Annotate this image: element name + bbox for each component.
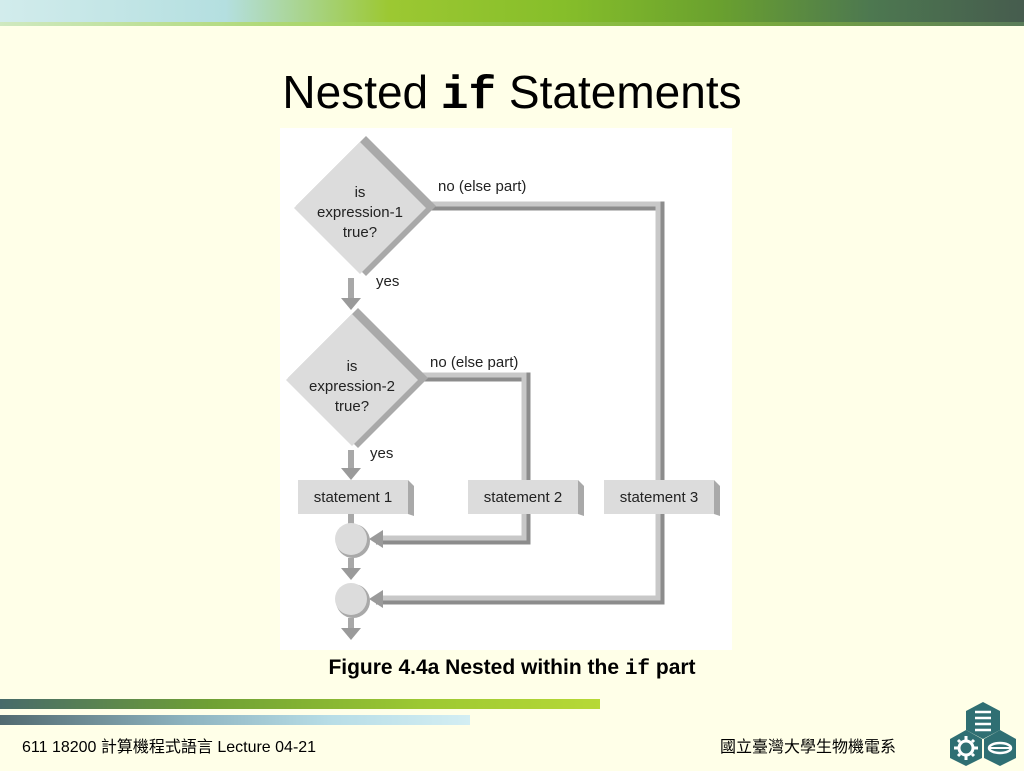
caption-text-pre: Figure 4.4a Nested within the: [328, 656, 625, 679]
merge-circle-1: [335, 523, 367, 555]
university-department-logo-icon: [948, 700, 1018, 771]
decision-2: is expression-2 true?: [286, 308, 428, 448]
no-label-2: no (else part): [430, 354, 518, 371]
decision-1-line-1: is: [355, 184, 366, 201]
statement-box-3: statement 3: [604, 480, 720, 516]
bottom-decor-bar-green: [0, 699, 600, 709]
decision-1-line-3: true?: [343, 224, 377, 241]
title-text-pre: Nested: [282, 66, 441, 118]
figure-caption: Figure 4.4a Nested within the if part: [0, 656, 1024, 681]
footer-course-info: 611 18200 計算機程式語言 Lecture 04-21: [22, 739, 317, 756]
title-keyword: if: [440, 70, 497, 122]
statement-2-label: statement 2: [484, 489, 562, 506]
arrowheads: [341, 298, 383, 640]
title-text-post: Statements: [496, 66, 742, 118]
top-decor-bar: [0, 0, 1024, 22]
decision-2-line-1: is: [347, 358, 358, 375]
flowchart-figure: is expression-1 true? is expression-2 tr…: [280, 128, 732, 650]
top-decor-bar-thin: [0, 22, 1024, 26]
statement-box-1: statement 1: [298, 480, 414, 516]
yes-label-2: yes: [370, 445, 393, 462]
connector-lines: [348, 201, 665, 634]
slide-title: Nested if Statements: [0, 64, 1024, 124]
flowchart-svg: is expression-1 true? is expression-2 tr…: [286, 136, 720, 640]
caption-keyword: if: [624, 658, 651, 681]
decision-2-line-2: expression-2: [309, 378, 395, 395]
decision-1-line-2: expression-1: [317, 204, 403, 221]
yes-label-1: yes: [376, 273, 399, 290]
statement-1-label: statement 1: [314, 489, 392, 506]
decision-2-line-3: true?: [335, 398, 369, 415]
statement-box-2: statement 2: [468, 480, 584, 516]
footer-department: 國立臺灣大學生物機電系: [720, 737, 897, 756]
no-label-1: no (else part): [438, 178, 526, 195]
statement-3-label: statement 3: [620, 489, 698, 506]
caption-text-post: part: [650, 656, 696, 679]
decision-1: is expression-1 true?: [294, 136, 436, 276]
bottom-decor-bar-blue: [0, 715, 470, 725]
merge-circle-2: [335, 583, 367, 615]
